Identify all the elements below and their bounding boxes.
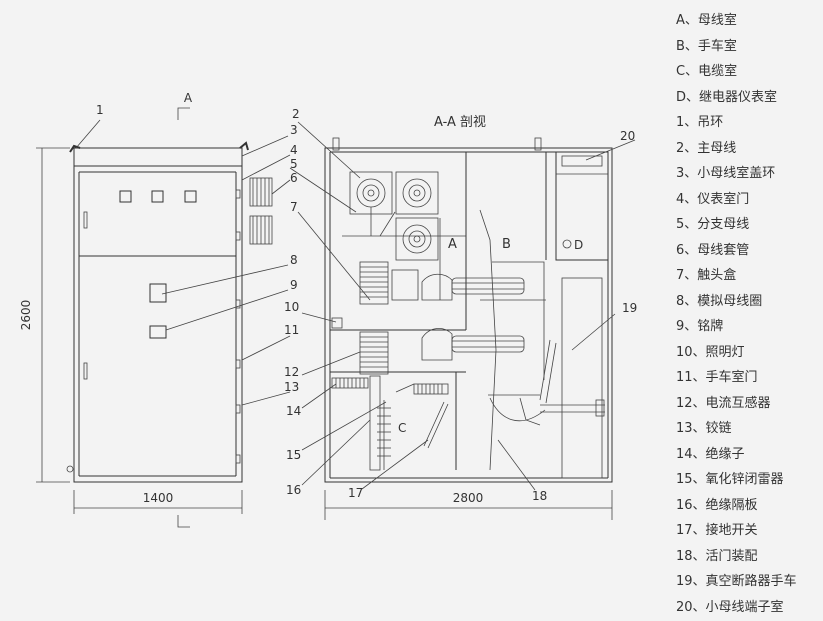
callout-10: 10 [284, 300, 299, 314]
callout-numbers: 1 2 3 4 5 6 7 8 9 10 11 12 13 14 15 16 1… [96, 103, 637, 503]
legend-item: 2、主母线 [676, 140, 737, 156]
legend-item: 16、绝缘隔板 [676, 497, 758, 513]
compartment-d-label: D [574, 238, 583, 252]
compartment-a-label: A [448, 237, 457, 252]
front-width-dimension: 1400 [143, 491, 174, 505]
callout-4: 4 [290, 143, 298, 157]
height-dimension: 2600 [19, 300, 33, 331]
callout-9: 9 [290, 278, 298, 292]
legend-item: B、手车室 [676, 38, 737, 54]
callout-14: 14 [286, 404, 301, 418]
compartment-b-label: B [502, 237, 511, 252]
legend-item: 6、母线套管 [676, 242, 750, 258]
callout-20: 20 [620, 129, 635, 143]
callout-7: 7 [290, 200, 298, 214]
legend-item: 11、手车室门 [676, 370, 758, 385]
callout-8: 8 [290, 253, 298, 267]
callout-17: 17 [348, 486, 363, 500]
legend-item: 13、铰链 [676, 421, 732, 436]
legend-item: 18、活门装配 [676, 548, 758, 564]
nameplate [149, 325, 167, 339]
leader-lines [75, 119, 636, 491]
legend-item: D、继电器仪表室 [676, 89, 778, 105]
compartment-c-label: C [398, 421, 406, 435]
legend-item: 5、分支母线 [676, 217, 750, 232]
legend: A、母线室 B、手车室 C、电缆室 D、继电器仪表室 1、吊环 2、主母线 3、… [676, 8, 821, 620]
callout-5: 5 [290, 157, 298, 171]
callout-16: 16 [286, 483, 301, 497]
callout-13: 13 [284, 380, 299, 394]
legend-item: A、母线室 [676, 13, 737, 28]
legend-item: 15、氧化锌闭雷器 [676, 472, 784, 487]
legend-item: 12、电流互感器 [676, 395, 771, 411]
meter-window-3 [184, 190, 197, 203]
section-marker: A [184, 91, 193, 105]
callout-2: 2 [292, 107, 300, 121]
legend-item: 9、铭牌 [676, 319, 724, 334]
callout-6: 6 [290, 171, 298, 185]
side-width-dimension: 2800 [453, 491, 484, 505]
legend-item: 8、模拟母线圈 [676, 293, 763, 309]
mimic-plate [149, 283, 167, 303]
legend-item: 14、绝缘子 [676, 446, 745, 462]
legend-item: 17、接地开关 [676, 523, 758, 538]
section-view [324, 137, 613, 520]
legend-item: 3、小母线室盖环 [676, 166, 776, 181]
legend-item: 20、小母线端子室 [676, 599, 784, 615]
callout-11: 11 [284, 323, 299, 337]
legend-item: 7、触头盒 [676, 268, 737, 283]
callout-3: 3 [290, 123, 298, 137]
meter-window-2 [151, 190, 164, 203]
callout-12: 12 [284, 365, 299, 379]
callout-19: 19 [622, 301, 637, 315]
callout-15: 15 [286, 448, 301, 462]
legend-item: C、电缆室 [676, 64, 738, 79]
section-title: A-A 剖视 [434, 115, 486, 130]
front-view [36, 107, 273, 528]
legend-item: 4、仪表室门 [676, 191, 750, 207]
legend-item: 10、照明灯 [676, 344, 745, 360]
legend-item: 19、真空断路器手车 [676, 574, 797, 589]
callout-18: 18 [532, 489, 547, 503]
callout-1: 1 [96, 103, 104, 117]
legend-item: 1、吊环 [676, 115, 724, 130]
meter-window-1 [119, 190, 132, 203]
